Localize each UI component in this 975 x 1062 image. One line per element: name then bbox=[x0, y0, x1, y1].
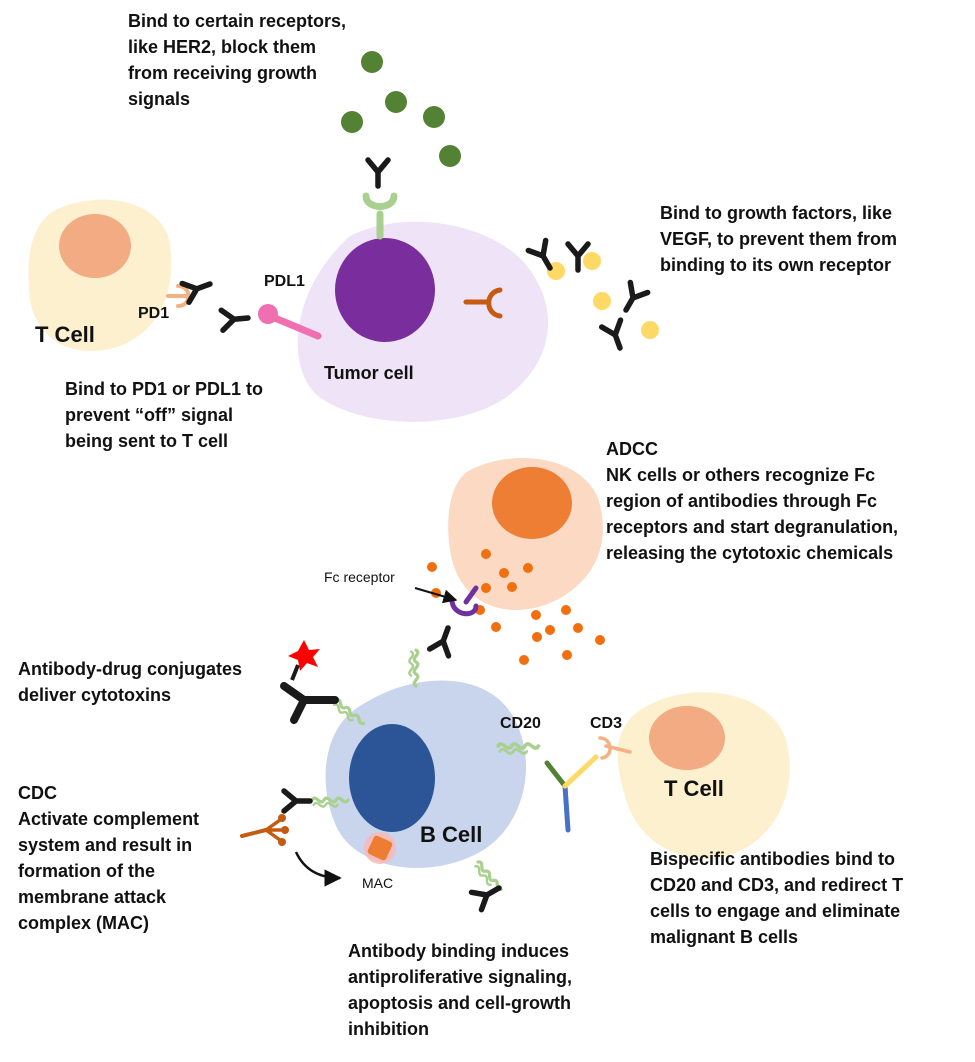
cytotoxic-granule bbox=[519, 655, 529, 665]
growth-signal-dot bbox=[385, 91, 407, 113]
pdl1-molecule bbox=[258, 304, 322, 340]
b-cell-label: B Cell bbox=[420, 822, 483, 847]
tumor-cell-label: Tumor cell bbox=[324, 363, 414, 383]
growth-signal-dot bbox=[361, 51, 383, 73]
pdl1-label: PDL1 bbox=[264, 273, 305, 290]
fc-receptor-label: Fc receptor bbox=[324, 569, 395, 585]
cdc-annotation: CDC Activate complement system and resul… bbox=[18, 783, 200, 933]
vegf-antibody bbox=[617, 282, 647, 315]
pdl1-blocking-antibody bbox=[221, 308, 249, 330]
antibody-drug-conjugate bbox=[280, 640, 339, 724]
cd3-label: CD3 bbox=[590, 715, 623, 732]
vegf-antibody bbox=[602, 320, 630, 351]
cytotoxic-granule bbox=[545, 625, 555, 635]
t-cell-top-nucleus bbox=[59, 214, 131, 278]
nk-cell-nucleus bbox=[492, 467, 572, 539]
tumor-cell-nucleus bbox=[335, 238, 435, 342]
growth-signal-dot bbox=[439, 145, 461, 167]
pd1-receptor bbox=[166, 284, 191, 308]
vegf-dot bbox=[583, 252, 601, 270]
apoptosis-annotation: Antibody binding induces antiproliferati… bbox=[348, 941, 573, 1039]
bispecific-annotation: Bispecific antibodies bind to CD20 and C… bbox=[650, 849, 904, 947]
cytotoxic-granule bbox=[481, 583, 491, 593]
t-cell-bottom-label: T Cell bbox=[664, 776, 724, 801]
cytotoxic-granule bbox=[531, 610, 541, 620]
cytotoxic-granule bbox=[507, 582, 517, 592]
cdc-antibody bbox=[284, 791, 310, 811]
vegf-dot bbox=[593, 292, 611, 310]
cytotoxin-star bbox=[288, 640, 320, 671]
pd1-annotation: Bind to PD1 or PDL1 to prevent “off” sig… bbox=[65, 379, 263, 451]
mac-label: MAC bbox=[362, 875, 394, 891]
bispecific-antibody bbox=[544, 754, 599, 833]
cdc-curved-arrow bbox=[294, 851, 342, 887]
cytotoxic-granule bbox=[532, 632, 542, 642]
growth-signal-dots bbox=[341, 51, 461, 167]
cytotoxic-granule bbox=[573, 623, 583, 633]
membrane-attack-complex bbox=[364, 832, 396, 864]
cd20-protein bbox=[407, 648, 420, 688]
growth-signal-dot bbox=[341, 111, 363, 133]
t-cell-bottom-nucleus bbox=[649, 706, 725, 770]
pd1-label: PD1 bbox=[138, 305, 170, 322]
cytotoxic-granules bbox=[427, 549, 605, 665]
t-cell-top-label: T Cell bbox=[35, 322, 95, 347]
her2-annotation: Bind to certain receptors, like HER2, bl… bbox=[128, 11, 347, 109]
vegf-dot bbox=[641, 321, 659, 339]
cytotoxic-granule bbox=[427, 562, 437, 572]
cytotoxic-granule bbox=[523, 563, 533, 573]
cytotoxic-granule bbox=[562, 650, 572, 660]
cytotoxic-granule bbox=[499, 568, 509, 578]
adcc-antibody bbox=[430, 625, 458, 656]
cytotoxic-granule bbox=[481, 549, 491, 559]
vegf-annotation: Bind to growth factors, like VEGF, to pr… bbox=[660, 203, 898, 275]
cytotoxic-granule bbox=[561, 605, 571, 615]
her2-receptor bbox=[362, 192, 398, 240]
fc-receptor bbox=[449, 585, 479, 617]
cytotoxic-granule bbox=[595, 635, 605, 645]
b-cell-nucleus bbox=[349, 724, 435, 832]
growth-signal-dot bbox=[423, 106, 445, 128]
vegf-receptor bbox=[463, 287, 503, 319]
adc-annotation: Antibody-drug conjugates deliver cytotox… bbox=[18, 659, 242, 705]
cd20-label: CD20 bbox=[500, 715, 541, 732]
cd3-receptor bbox=[598, 736, 632, 760]
cytotoxic-granule bbox=[491, 622, 501, 632]
fc-receptor-arrow bbox=[414, 587, 458, 604]
adcc-annotation: ADCC NK cells or others recognize Fc reg… bbox=[606, 439, 899, 563]
her2-blocking-antibody bbox=[368, 160, 388, 186]
complement-protein bbox=[240, 814, 289, 846]
